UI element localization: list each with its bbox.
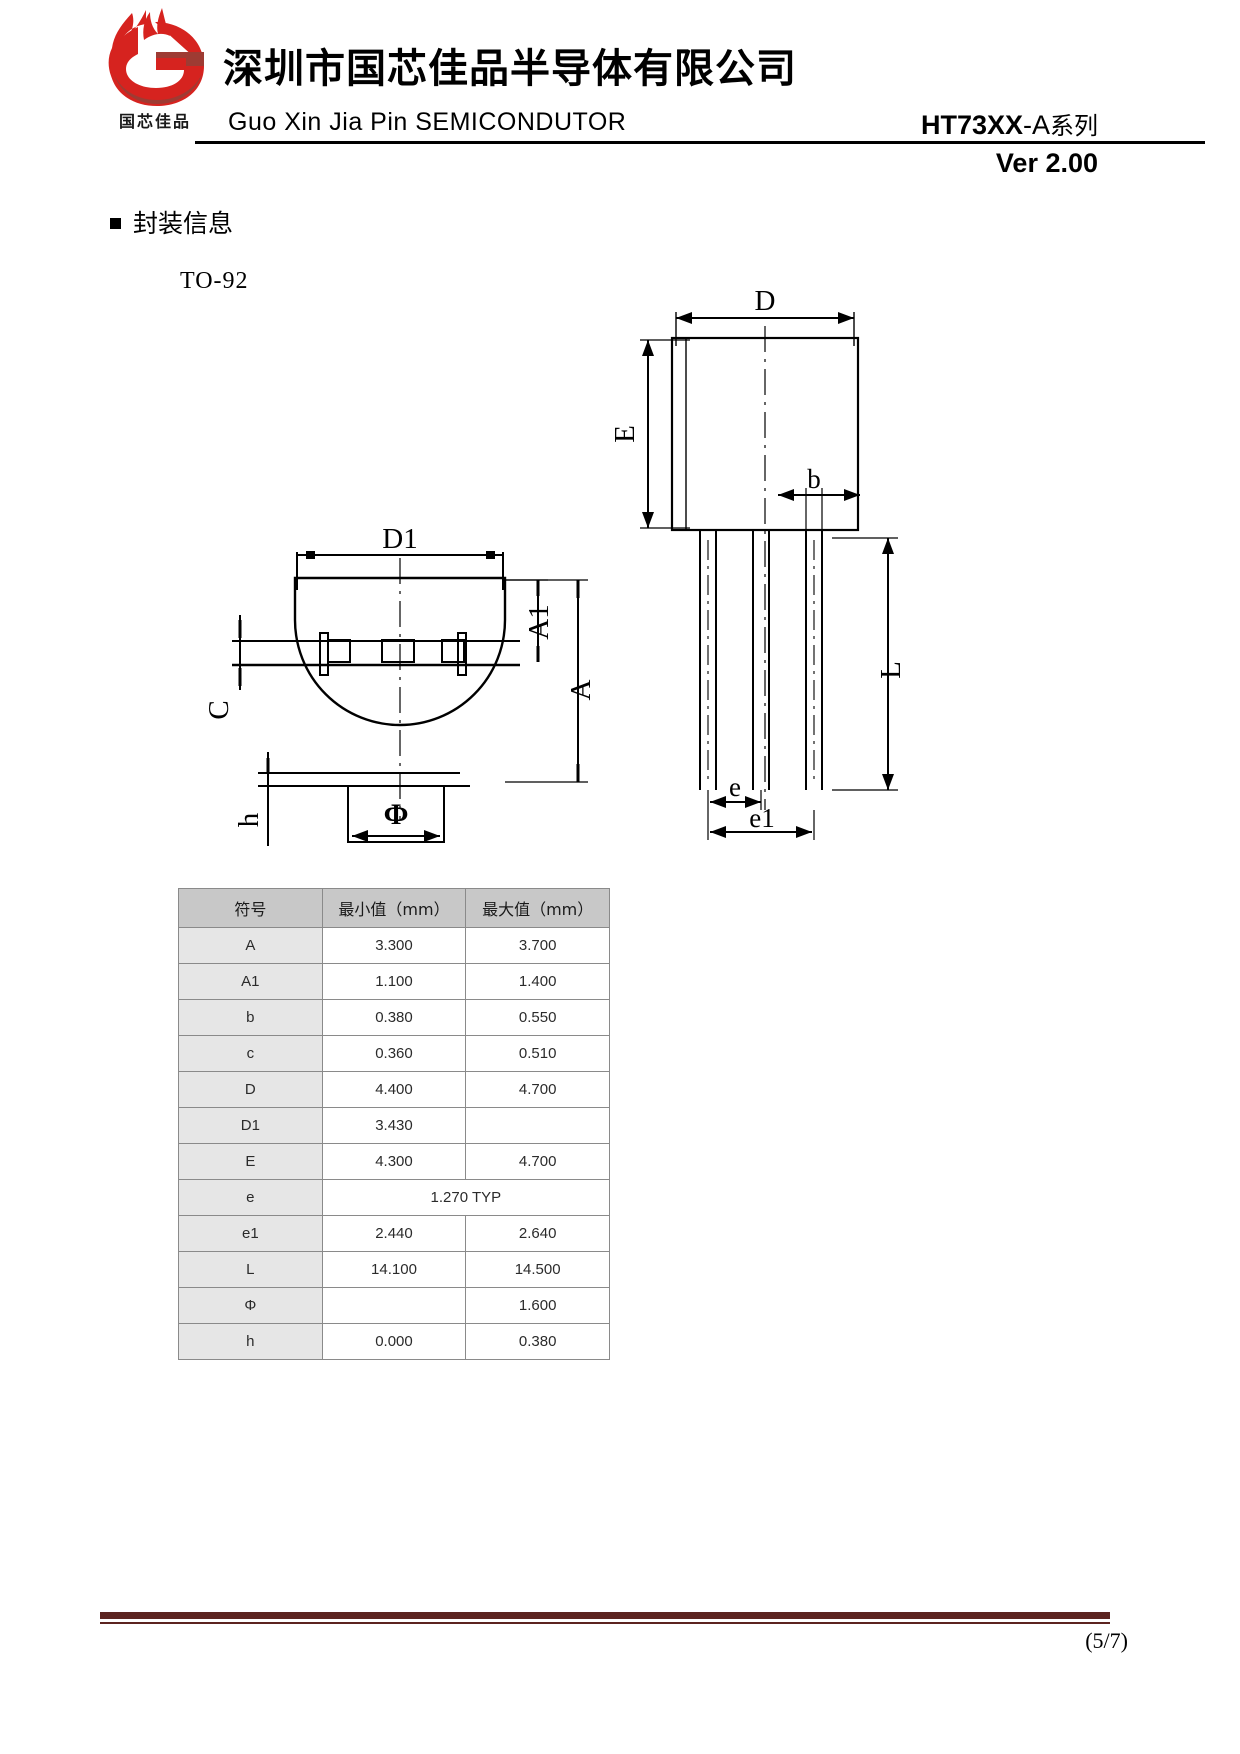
cell-symbol: L [178, 1251, 323, 1288]
dim-label-b: b [807, 464, 821, 494]
cell-min: 3.300 [321, 927, 467, 964]
dim-label-e: E [609, 425, 641, 443]
company-name-cn: 深圳市国芯佳品半导体有限公司 [223, 46, 797, 92]
page-number: (5/7) [1085, 1628, 1128, 1653]
part-number: HT73XX-A系列 [921, 106, 1098, 141]
header-divider [195, 141, 1205, 144]
cell-min: 4.400 [321, 1071, 467, 1108]
column-header-symbol: 符号 [178, 888, 323, 928]
part-number-main: HT73XX [920, 110, 1023, 140]
cell-min: 0.360 [321, 1035, 467, 1072]
to92-mechanical-drawing: D1 A1 A C h Φ D E b L e e1 [203, 290, 907, 846]
table-row: Φ 1.600 [178, 1287, 610, 1324]
part-number-suffix: -A [1023, 110, 1050, 140]
dim-label-c: C [203, 700, 235, 719]
cell-max: 0.550 [465, 999, 610, 1036]
part-number-series: 系列 [1050, 112, 1098, 140]
cell-symbol: A [178, 927, 323, 964]
cell-min: 0.000 [321, 1323, 467, 1360]
logo-subtitle: 国芯佳品 [118, 112, 191, 131]
company-logo: 国芯佳品 [100, 8, 220, 138]
cell-max: 2.640 [465, 1215, 610, 1252]
package-type-label: TO-92 [180, 268, 249, 294]
version-label: Ver 2.00 [995, 148, 1098, 178]
column-header-min: 最小值（mm） [321, 888, 467, 928]
bullet-square-icon [110, 218, 121, 229]
dim-label-d: D [755, 290, 776, 317]
footer-divider-thin [100, 1622, 1110, 1624]
cell-max [465, 1107, 610, 1144]
cell-symbol: h [178, 1323, 323, 1360]
logo-flame-g-icon [108, 8, 204, 106]
cell-max: 1.600 [465, 1287, 610, 1324]
cell-symbol: E [178, 1143, 323, 1180]
section-heading: 封装信息 [110, 204, 233, 240]
cell-symbol: b [178, 999, 323, 1036]
dim-label-d1: D1 [382, 523, 417, 555]
cell-min: 3.430 [321, 1107, 467, 1144]
cell-max: 0.510 [465, 1035, 610, 1072]
cell-symbol: c [178, 1035, 323, 1072]
cell-typical: 1.270 TYP [321, 1179, 611, 1216]
table-header-row: 符号 最小值（mm） 最大值（mm） [178, 888, 610, 928]
column-header-max: 最大值（mm） [465, 888, 610, 928]
dim-label-a: A [565, 679, 597, 700]
cell-symbol: e1 [178, 1215, 323, 1252]
package-drawings: D1 A1 A C h Φ D E b L e e1 [0, 290, 1240, 870]
page-header: 国芯佳品 深圳市国芯佳品半导体有限公司 Guo Xin Jia Pin SEMI… [95, 8, 1205, 178]
cell-symbol: D [178, 1071, 323, 1108]
footer-divider-thick [100, 1612, 1110, 1619]
cell-symbol: Φ [178, 1287, 323, 1324]
dim-label-e-pitch: e [729, 772, 741, 802]
company-name-en: Guo Xin Jia Pin SEMICONDUTOR [228, 108, 627, 136]
cell-max: 0.380 [465, 1323, 610, 1360]
cell-min [321, 1287, 467, 1324]
cell-symbol: A1 [178, 963, 323, 1000]
cell-max: 1.400 [465, 963, 610, 1000]
cell-max: 4.700 [465, 1071, 610, 1108]
cell-max: 14.500 [465, 1251, 610, 1288]
dim-label-a1: A1 [523, 604, 555, 639]
cell-max: 3.700 [465, 927, 610, 964]
dim-label-phi: Φ [384, 798, 409, 831]
section-heading-label: 封装信息 [133, 209, 234, 238]
cell-min: 14.100 [321, 1251, 467, 1288]
cell-symbol: D1 [178, 1107, 323, 1144]
dim-label-e1: e1 [749, 803, 774, 833]
cell-min: 4.300 [321, 1143, 467, 1180]
dim-label-h: h [233, 812, 265, 827]
cell-symbol: e [178, 1179, 323, 1216]
cell-min: 2.440 [321, 1215, 467, 1252]
cell-max: 4.700 [465, 1143, 610, 1180]
dim-label-l: L [875, 661, 907, 679]
cell-min: 1.100 [321, 963, 467, 1000]
cell-min: 0.380 [321, 999, 467, 1036]
